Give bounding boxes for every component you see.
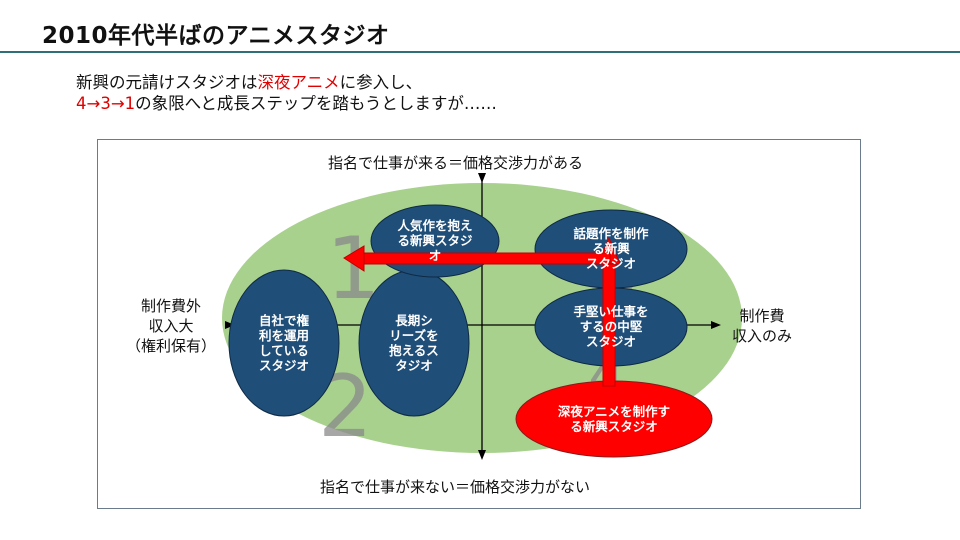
axis-label-top: 指名で仕事が来る＝価格交渉力がある: [328, 154, 584, 172]
intro-text-segment: に参入し、: [339, 73, 423, 92]
node-text-line: スタジオ: [585, 334, 636, 349]
node-text-line: る新興スタジオ: [570, 419, 658, 434]
node-own-rights-shape: [228, 269, 340, 417]
title-divider: [0, 51, 960, 53]
node-text-line: スタジオ: [258, 358, 309, 373]
node-text-line: 抱えるス: [389, 343, 439, 358]
node-text-line: タジオ: [395, 358, 433, 373]
axis-label-right-line: 収入のみ: [731, 327, 792, 345]
axis-label-left-line: （権利保有）: [125, 337, 216, 355]
node-solid-label: 手堅い仕事を するの中堅 スタジオ: [561, 304, 661, 349]
node-long-series-label: 長期シ リーズを 抱えるス タジオ: [374, 313, 454, 373]
node-text-line: するの中堅: [579, 319, 643, 334]
axis-label-right: 制作費 収入のみ: [722, 306, 802, 346]
axis-label-left-line: 収入大: [148, 317, 194, 335]
node-text-line: している: [259, 343, 309, 358]
node-text-line: 自社で権: [258, 313, 309, 328]
node-hit-label: 話題作を制作 る新興 スタジオ: [561, 226, 661, 271]
intro-line-1: 新興の元請けスタジオは深夜アニメに参入し、: [76, 72, 497, 93]
intro-highlight-late-night: 深夜アニメ: [257, 73, 340, 92]
node-text-line: 深夜アニメを制作す: [557, 404, 671, 419]
node-text-line: 話題作を制作: [573, 226, 649, 241]
node-popular-label: 人気作を抱え る新興スタジ オ: [385, 218, 485, 263]
node-late-night-label: 深夜アニメを制作す る新興スタジオ: [539, 404, 689, 434]
node-own-rights-label: 自社で権 利を運用 している スタジオ: [244, 313, 324, 373]
axis-label-right-line: 制作費: [739, 307, 785, 325]
intro-text-segment: 新興の元請けスタジオは: [76, 73, 258, 92]
node-text-line: 利を運用: [258, 328, 309, 343]
node-text-line: る新興スタジ: [397, 233, 473, 248]
intro-text: 新興の元請けスタジオは深夜アニメに参入し、 4→3→1の象限へと成長ステップを踏…: [76, 72, 497, 114]
node-text-line: リーズを: [389, 328, 439, 343]
intro-highlight-steps: 4→3→1: [76, 94, 136, 113]
node-text-line: 手堅い仕事を: [573, 304, 649, 319]
intro-text-segment: の象限へと成長ステップを踏もうとしますが……: [135, 94, 497, 113]
node-text-line: る新興: [592, 241, 630, 256]
axis-label-bottom: 指名で仕事が来ない＝価格交渉力がない: [320, 478, 591, 496]
axis-label-left: 制作費外 収入大 （権利保有）: [118, 296, 224, 356]
node-text-line: 長期シ: [395, 313, 433, 328]
node-text-line: オ: [428, 248, 442, 263]
axis-label-left-line: 制作費外: [140, 297, 201, 315]
slide-title: 2010年代半ばのアニメスタジオ: [42, 23, 390, 49]
growth-arrow-left-head: [343, 245, 365, 272]
intro-line-2: 4→3→1の象限へと成長ステップを踏もうとしますが……: [76, 93, 497, 114]
node-text-line: 人気作を抱え: [397, 218, 473, 233]
diagram-frame: [97, 139, 861, 509]
node-text-line: スタジオ: [585, 256, 636, 271]
